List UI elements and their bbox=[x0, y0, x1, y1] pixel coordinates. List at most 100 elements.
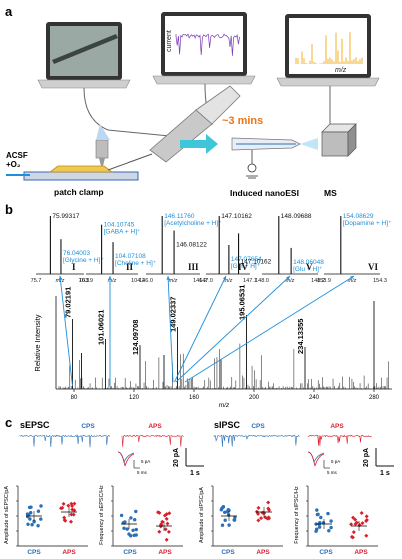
scatter-point-cps bbox=[329, 525, 333, 530]
scatter-point-aps bbox=[351, 530, 356, 535]
inset-tick-right: 147.1 bbox=[243, 278, 257, 284]
scatter-point-aps bbox=[157, 510, 162, 515]
main-peak-label: 149.02337 bbox=[169, 297, 178, 332]
scatter-point-aps bbox=[158, 524, 163, 529]
cps-trace-sepsc bbox=[19, 434, 110, 448]
zoom-arrow bbox=[184, 275, 355, 383]
mz-label-laptop: m/z bbox=[335, 67, 347, 74]
inset-tick-right: 146.2 bbox=[193, 278, 207, 284]
main-peak-label: 124.09708 bbox=[131, 320, 140, 355]
scatter-point-cps bbox=[134, 533, 138, 537]
scatter-point-aps bbox=[61, 501, 66, 506]
inset-roman-numeral: I bbox=[72, 262, 76, 272]
xlabel-aps-1: APS bbox=[62, 549, 76, 556]
inset-peak-mass: 154.08629 bbox=[343, 213, 374, 220]
inset-tick-left: 147.0 bbox=[199, 278, 213, 284]
inset-peak-mass: 147.07654 bbox=[231, 256, 262, 263]
scatter-point-aps bbox=[69, 519, 73, 524]
scatter-point-cps bbox=[131, 528, 135, 532]
xlabel-aps-3: APS bbox=[256, 549, 270, 556]
scatter-point-cps bbox=[220, 523, 225, 527]
scatter-point-aps bbox=[364, 514, 369, 519]
ylabel-amp-sepsc: Amplitude of sEPSC/pA bbox=[4, 486, 10, 544]
zoom-arrowhead bbox=[108, 276, 112, 280]
scatter-point-aps bbox=[62, 518, 67, 522]
y-axis-label: Relative Intensity bbox=[33, 314, 42, 371]
inset-peak-annotation: [Acetylcholine + H]⁺ bbox=[164, 220, 222, 227]
xlabel-cps-1: CPS bbox=[27, 549, 41, 556]
zoom-arrowhead bbox=[58, 276, 63, 280]
scatter-point-cps bbox=[36, 524, 40, 528]
inset-peak-mass: 104.07108 bbox=[115, 253, 146, 260]
scatter-point-aps bbox=[157, 529, 162, 534]
zoom-arrowhead bbox=[166, 276, 170, 280]
inset-mz-label: m/z bbox=[224, 278, 233, 284]
inset-roman-numeral: VI bbox=[368, 262, 378, 272]
acsf-label: ACSF bbox=[6, 151, 28, 160]
current-traces bbox=[19, 434, 372, 448]
x-tick-label: 280 bbox=[369, 395, 380, 401]
zoom-arrowhead bbox=[286, 276, 290, 280]
scatter-point-cps bbox=[32, 519, 36, 523]
scatter-point-aps bbox=[163, 527, 168, 532]
scale-pa-right: 20 pA bbox=[363, 448, 370, 467]
cps-trace-sipsc bbox=[213, 434, 300, 447]
aps-trace-sipsc bbox=[307, 434, 372, 447]
transfer-arrow bbox=[180, 134, 218, 154]
scatter-point-cps bbox=[29, 505, 33, 509]
inset-pa-right: 5 pA bbox=[331, 459, 340, 464]
cps-trace-label-left: CPS bbox=[81, 423, 95, 430]
scatter-point-cps bbox=[319, 515, 323, 520]
scatter-point-aps bbox=[165, 521, 170, 526]
inset-roman-numeral: III bbox=[188, 262, 199, 272]
inset-tick-left: 153.9 bbox=[317, 278, 331, 284]
scatter-point-aps bbox=[164, 537, 169, 542]
xlabel-cps-2: CPS bbox=[123, 549, 137, 556]
inset-peak-mass: 148.06048 bbox=[293, 259, 324, 266]
inset-peak-annotation: [GABA + H]⁺ bbox=[104, 229, 141, 236]
scatter-point-aps bbox=[354, 520, 359, 525]
main-peak-label: 101.06021 bbox=[97, 310, 106, 345]
zoom-arrow bbox=[174, 275, 227, 383]
sepsc-title: sEPSC bbox=[20, 420, 50, 430]
main-peak-label: 234.13355 bbox=[296, 319, 305, 354]
scatter-point-aps bbox=[360, 521, 365, 526]
scatter-point-cps bbox=[315, 508, 319, 512]
patch-clamp-rig bbox=[23, 85, 241, 181]
inset-roman-numeral: II bbox=[126, 262, 134, 272]
event-inset-left bbox=[117, 451, 140, 469]
scale-s-left: 1 s bbox=[190, 470, 200, 477]
scatter-point-cps bbox=[28, 517, 32, 521]
ylabel-amp-sipsc: Amplitude of sIPSC/pA bbox=[199, 487, 205, 543]
patch-clamp-label: patch clamp bbox=[54, 187, 104, 197]
xlabel-cps-4: CPS bbox=[319, 549, 333, 556]
xlabel-aps-2: APS bbox=[158, 549, 172, 556]
scatter-point-cps bbox=[26, 514, 30, 519]
scale-bar-right bbox=[375, 448, 394, 467]
scatter-point-aps bbox=[349, 534, 354, 539]
x-tick-label: 80 bbox=[71, 395, 78, 401]
inset-tick-left: 75.7 bbox=[31, 278, 42, 284]
laptop-microscope bbox=[37, 22, 131, 89]
zoom-arrowhead bbox=[350, 276, 354, 280]
scatter-point-cps bbox=[227, 523, 231, 527]
inset-peak-annotation: [Choline + H]⁺ bbox=[115, 260, 157, 267]
scatter-point-cps bbox=[30, 523, 34, 527]
scatter-plots bbox=[16, 485, 378, 547]
scatter-point-aps bbox=[266, 506, 271, 511]
inset-mz-label: m/z bbox=[286, 278, 295, 284]
inset-peak-mass: 75.99317 bbox=[52, 213, 79, 220]
aps-trace-sepsc bbox=[121, 434, 184, 447]
scatter-point-cps bbox=[317, 525, 322, 529]
inset-roman-numeral: IV bbox=[238, 262, 249, 272]
inset-ms-right: 5 ms bbox=[327, 470, 338, 475]
scatter-point-aps bbox=[69, 512, 74, 517]
scatter-point-cps bbox=[232, 518, 237, 522]
inset-tick-right: 76.3 bbox=[79, 278, 90, 284]
panel-b-label: b bbox=[5, 202, 13, 217]
inset-tick-left: 148.0 bbox=[255, 278, 269, 284]
inset-tick-right: 104.2 bbox=[131, 278, 145, 284]
zoom-arrowhead bbox=[222, 276, 226, 280]
